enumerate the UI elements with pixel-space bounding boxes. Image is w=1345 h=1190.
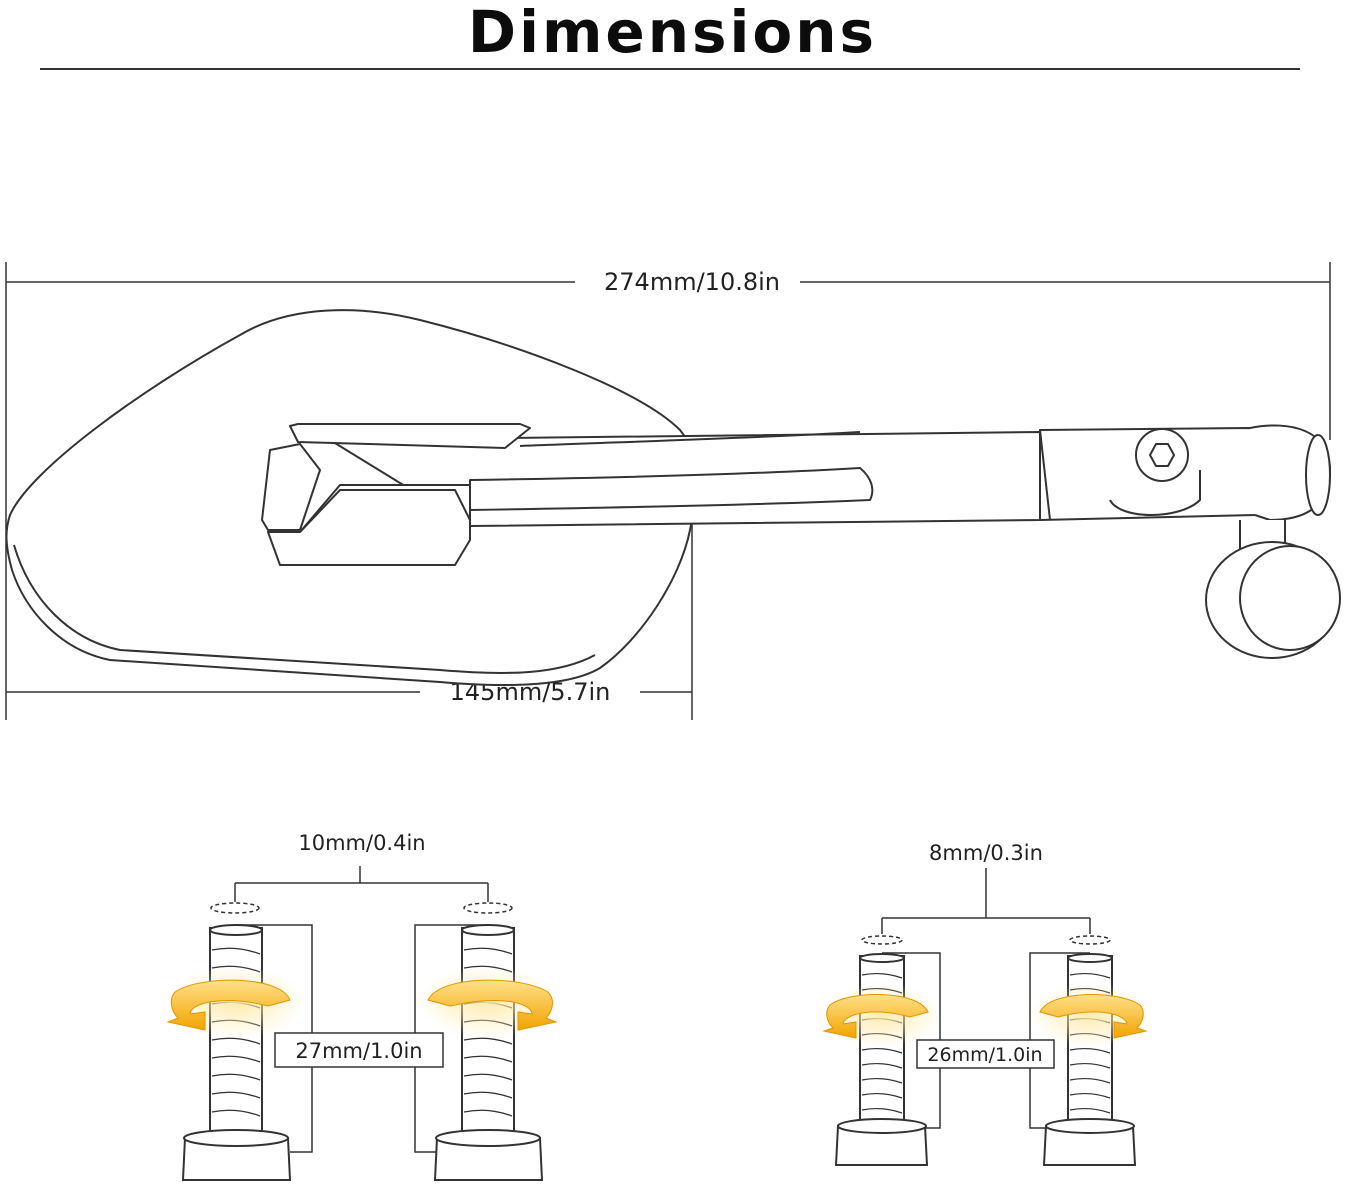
bolt-left-large: [181, 924, 292, 1181]
bolt-set-large: 10mm/0.4in 27mm/1.0in: [166, 831, 558, 1181]
bolt-right-large: [433, 924, 544, 1181]
rotate-arrow-icon: [822, 983, 942, 1047]
rotate-arrow-icon: [166, 966, 306, 1038]
rotate-arrow-icon: [1030, 983, 1150, 1047]
overall-length-dimension: [5, 262, 1331, 720]
rotate-arrow-icon: [418, 966, 558, 1038]
small-thread-label: 8mm/0.3in: [929, 841, 1043, 865]
title-divider: [40, 68, 1300, 70]
page-title: Dimensions: [467, 0, 878, 66]
bolt-set-small: 8mm/0.3in 26mm/1.0in: [822, 841, 1150, 1166]
head-width-dimension: [6, 520, 693, 720]
overall-length-label: 274mm/10.8in: [604, 268, 780, 296]
mirror-drawing: [5, 309, 1341, 687]
large-thread-label: 10mm/0.4in: [298, 831, 425, 855]
large-length-label: 27mm/1.0in: [295, 1039, 422, 1063]
small-length-label: 26mm/1.0in: [927, 1044, 1042, 1066]
